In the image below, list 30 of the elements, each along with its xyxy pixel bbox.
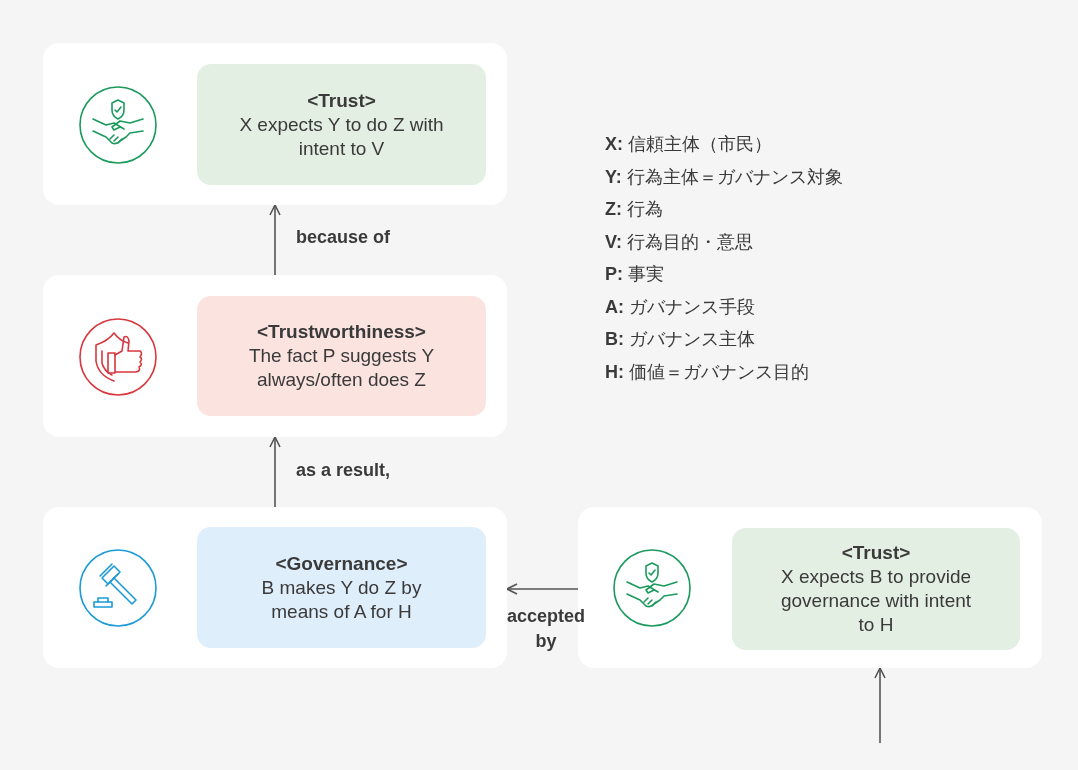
box-heading: <Trust> xyxy=(307,88,376,113)
card-background xyxy=(43,507,507,668)
box-description: The fact P suggests Y always/often does Z xyxy=(247,344,436,392)
box-heading: <Trustworthiness> xyxy=(257,320,426,344)
arrow xyxy=(269,204,281,276)
variable-definition: X: 信頼主体（市民） xyxy=(605,133,772,155)
concept-box xyxy=(197,527,486,648)
arrow xyxy=(269,436,281,508)
card-background xyxy=(43,275,507,437)
variable-definition: P: 事実 xyxy=(605,263,664,285)
card-background xyxy=(43,43,507,205)
variable-definition: A: ガバナンス手段 xyxy=(605,295,755,318)
box-description: X expects B to provide governance with intent to H xyxy=(779,565,973,637)
box-heading: <Governance> xyxy=(275,551,408,576)
edge-label: as a result, xyxy=(296,459,391,482)
variable-definition: H: 価値＝ガバナンス目的 xyxy=(605,360,809,383)
variable-definition: Z: 行為 xyxy=(605,198,663,220)
variable-definition: V: 行為目的・意思 xyxy=(605,230,754,253)
variable-definition: B: ガバナンス主体 xyxy=(605,328,755,350)
edge-label: because of xyxy=(296,226,391,249)
arrow xyxy=(506,583,579,595)
box-description: B makes Y do Z by means of A for H xyxy=(260,575,423,624)
edge-label: accepted by xyxy=(505,605,586,653)
concept-box xyxy=(197,296,486,416)
concept-box xyxy=(732,528,1020,650)
box-heading: <Trust> xyxy=(841,541,911,565)
variable-definition: Y: 行為主体＝ガバナンス対象 xyxy=(605,165,843,188)
arrow xyxy=(874,667,886,744)
concept-box xyxy=(197,64,486,185)
box-description: X expects Y to do Z with intent to V xyxy=(238,112,445,161)
